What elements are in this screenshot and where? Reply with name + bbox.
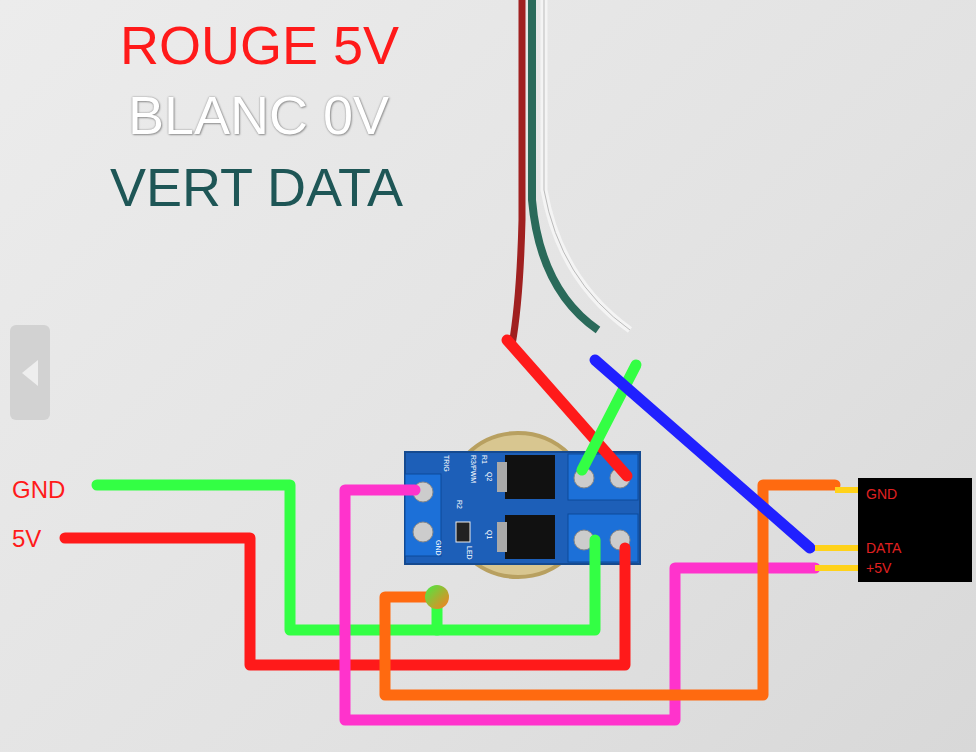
signal-name: GND (12, 478, 65, 502)
pin (815, 565, 860, 571)
side-tab (10, 325, 50, 420)
pin-name: GND (866, 487, 897, 501)
pin-name: DATA (866, 541, 901, 555)
mosfet-tab (497, 462, 507, 492)
white-wire-edge (544, 0, 630, 330)
silkscreen: Q2 (486, 472, 493, 481)
smd-part (456, 522, 470, 542)
mosfet-tab (497, 522, 507, 552)
silkscreen: R3/PWM (470, 455, 477, 483)
silkscreen: TRIG (443, 455, 450, 472)
data-wire (595, 360, 810, 548)
signal-name: 5V (12, 527, 41, 551)
pwm-wire (345, 490, 815, 720)
silkscreen: LED (466, 546, 473, 560)
green-jumper (582, 365, 636, 470)
pin-name: +5V (866, 561, 891, 575)
title-text: BLANC 0V (128, 88, 389, 142)
silkscreen: R1 (481, 455, 488, 464)
junction-dot (425, 585, 449, 609)
screw (413, 522, 433, 542)
silkscreen: GND (435, 540, 442, 556)
title-text: VERT DATA (110, 160, 403, 214)
mosfet (505, 455, 555, 499)
title-text: ROUGE 5V (120, 18, 399, 72)
white-wire (544, 0, 630, 330)
silkscreen: R2 (456, 500, 463, 509)
pin (815, 545, 860, 551)
connector-box: GND DATA +5V (858, 478, 972, 582)
red-wire (512, 0, 522, 345)
silkscreen: Q1 (486, 530, 493, 539)
side-arrow (22, 360, 38, 386)
mosfet-board (405, 452, 640, 564)
pin (835, 487, 860, 493)
mosfet (505, 515, 555, 559)
